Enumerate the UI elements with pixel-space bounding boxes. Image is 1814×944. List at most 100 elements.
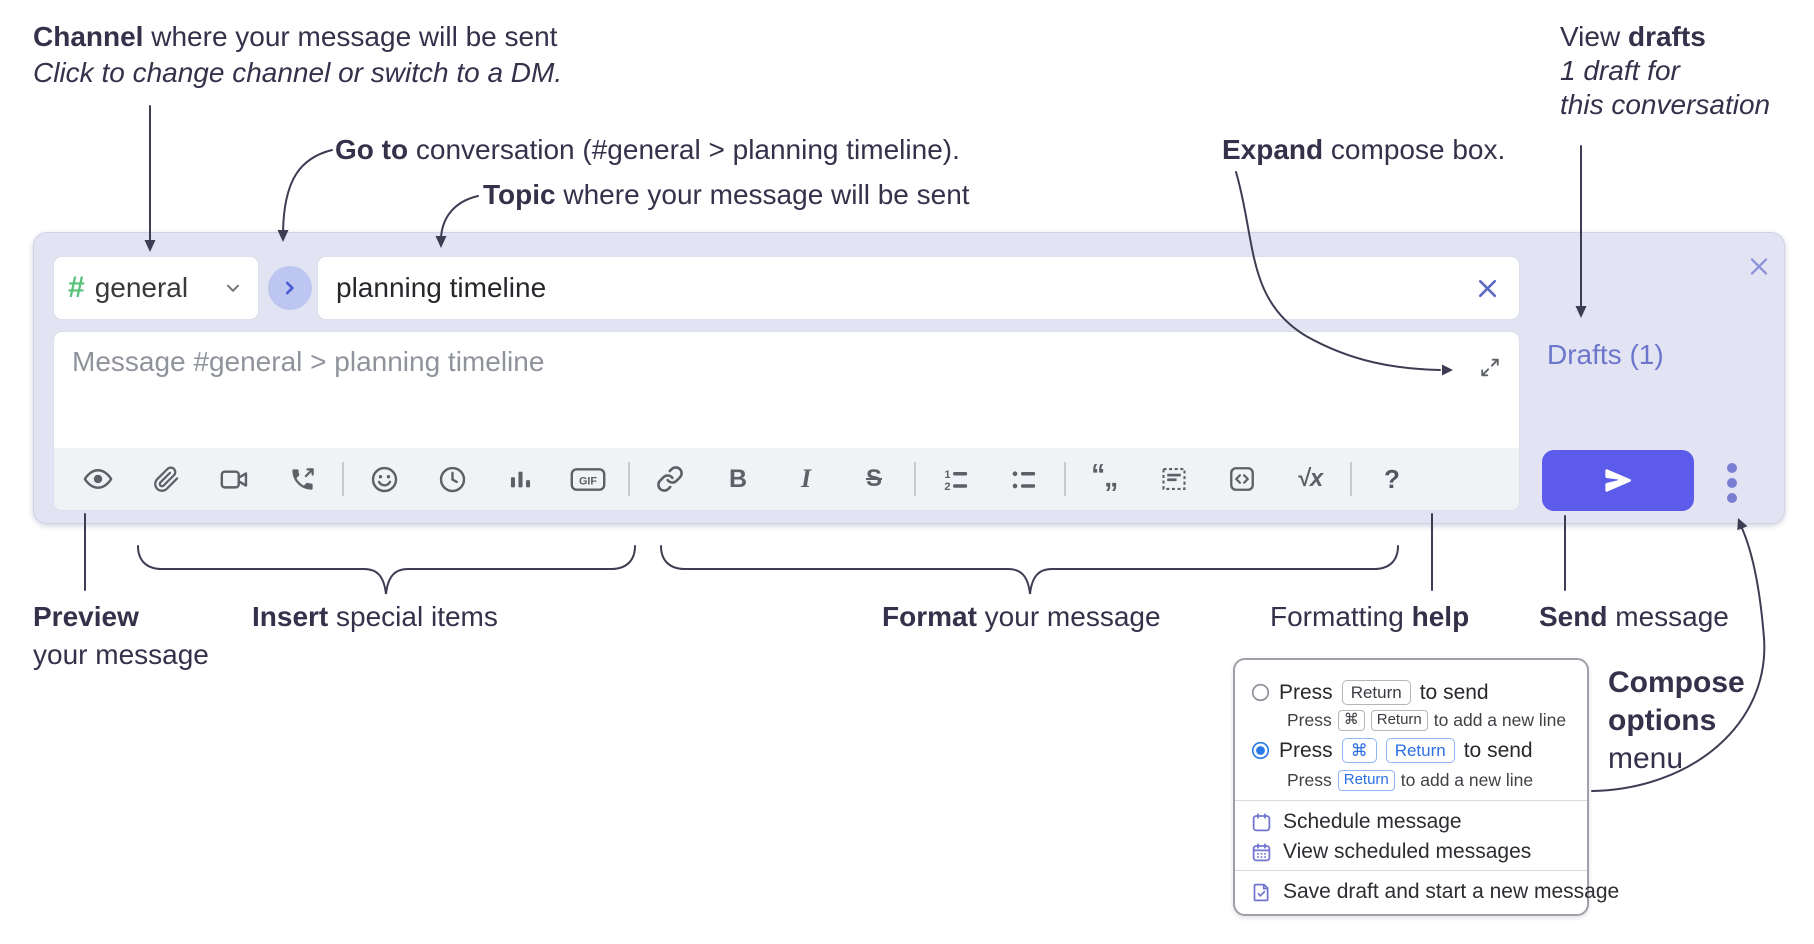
compose-options-label-line2: options [1608, 704, 1717, 737]
option-text: Press [1279, 738, 1333, 762]
formatting-help-bold: help [1411, 601, 1470, 632]
drafts-annotation-bold: drafts [1627, 21, 1706, 52]
toolbar-divider [1350, 462, 1352, 496]
format-label-bold: Format [882, 601, 977, 632]
quote-button[interactable]: “„ [1072, 455, 1140, 503]
expand-annotation: Expand compose box. [1222, 133, 1505, 167]
channel-selector[interactable]: # general [53, 256, 259, 320]
eye-icon [83, 469, 113, 489]
toolbar-divider [1064, 462, 1066, 496]
format-label-rest: your message [976, 601, 1161, 632]
spoiler-button[interactable] [1140, 455, 1208, 503]
emoji-icon [371, 466, 397, 492]
voice-call-icon [291, 467, 314, 490]
gif-icon: GIF [570, 467, 606, 491]
paperclip-icon [153, 465, 178, 492]
kebab-dot [1727, 478, 1737, 488]
formatting-help-button[interactable]: ? [1358, 455, 1426, 503]
preview-label-bold: Preview [33, 601, 139, 632]
send-label: Send message [1539, 600, 1729, 634]
channel-annotation-rest: where your message will be sent [143, 21, 558, 52]
poll-icon [510, 471, 530, 487]
drafts-annotation-line1: View drafts [1560, 20, 1706, 54]
channel-annotation: Channel where your message will be sent [33, 20, 557, 54]
toolbar-divider [914, 462, 916, 496]
close-icon [1478, 279, 1497, 297]
drafts-annotation-line2: 1 draft for [1560, 55, 1680, 86]
send-shortcut-option-cmd-return-sub: Press Return to add a new line [1287, 770, 1533, 791]
math-button[interactable]: √x [1276, 455, 1344, 503]
menu-item-save-draft[interactable]: Save draft and start a new message [1251, 880, 1619, 904]
send-shortcut-option-cmd-return[interactable]: Press ⌘ Return to send [1251, 738, 1533, 764]
menu-item-label: Schedule message [1283, 810, 1462, 833]
video-call-button[interactable] [200, 455, 268, 503]
topic-clear-button[interactable] [1472, 273, 1503, 304]
clock-icon [439, 466, 465, 492]
send-button[interactable] [1542, 450, 1694, 511]
calendar-grid-icon [1252, 842, 1271, 861]
video-camera-icon [220, 469, 247, 489]
menu-item-label: Save draft and start a new message [1283, 880, 1620, 903]
italic-button[interactable]: I [772, 455, 840, 503]
toolbar-divider [628, 462, 630, 496]
option-text: to send [1419, 680, 1489, 704]
menu-item-label: View scheduled messages [1283, 840, 1532, 863]
voice-call-button[interactable] [268, 455, 336, 503]
code-button[interactable] [1208, 455, 1276, 503]
drafts-annotation-pre: View [1560, 21, 1628, 52]
option-subtext: to add a new line [1400, 770, 1534, 790]
global-time-button[interactable] [418, 455, 486, 503]
preview-button[interactable] [64, 455, 132, 503]
preview-label: Preview [33, 600, 139, 634]
radio-unselected-icon [1251, 684, 1270, 702]
cmd-key: ⌘ [1337, 710, 1365, 731]
math-icon: √x [1296, 465, 1324, 492]
svg-text:„: „ [1104, 463, 1118, 493]
bulleted-list-button[interactable] [990, 455, 1058, 503]
menu-divider [1235, 870, 1587, 871]
option-subtext: Press [1287, 770, 1332, 790]
close-compose-button[interactable] [1740, 247, 1778, 285]
attach-file-button[interactable] [132, 455, 200, 503]
send-label-rest: message [1607, 601, 1729, 632]
topic-input-box [317, 256, 1520, 320]
toolbar-divider [342, 462, 344, 496]
kebab-dot [1727, 463, 1737, 473]
menu-item-schedule-message[interactable]: Schedule message [1251, 810, 1462, 834]
compose-options-label-line1: Compose [1608, 666, 1745, 699]
topic-input[interactable] [334, 271, 1472, 305]
go-to-conversation-button[interactable] [268, 266, 312, 310]
expand-compose-button[interactable] [1473, 350, 1507, 384]
add-gif-button[interactable]: GIF [554, 455, 622, 503]
drafts-annotation-line3: this conversation [1560, 89, 1771, 120]
bold-icon: B [728, 464, 748, 493]
drafts-link[interactable]: Drafts (1) [1547, 339, 1664, 370]
bulleted-list-icon [1012, 471, 1036, 489]
cmd-key: ⌘ [1341, 738, 1377, 764]
formatting-help-pre: Formatting [1270, 601, 1412, 632]
compose-options-menu-button[interactable] [1710, 457, 1754, 509]
preview-label-line2: your message [33, 639, 209, 670]
link-button[interactable] [636, 455, 704, 503]
option-subtext: to add a new line [1433, 710, 1567, 730]
send-shortcut-option-return[interactable]: Press Return to send [1251, 680, 1489, 706]
channel-hash-icon: # [68, 271, 85, 304]
topic-annotation-rest: where your message will be sent [555, 179, 970, 210]
menu-item-view-scheduled[interactable]: View scheduled messages [1251, 840, 1531, 864]
channel-name: general [94, 272, 189, 303]
chevron-down-icon [222, 277, 244, 299]
bold-button[interactable]: B [704, 455, 772, 503]
add-poll-button[interactable] [486, 455, 554, 503]
message-input[interactable] [70, 344, 1414, 444]
insert-label-bold: Insert [252, 601, 329, 632]
strikethrough-button[interactable]: S [840, 455, 908, 503]
send-label-bold: Send [1539, 601, 1608, 632]
svg-text:2: 2 [944, 481, 950, 493]
code-icon [1230, 467, 1254, 491]
svg-text:“: “ [1091, 463, 1105, 490]
return-key: Return [1337, 770, 1395, 791]
emoji-button[interactable] [350, 455, 418, 503]
question-mark-icon: ? [1384, 464, 1400, 494]
topic-annotation: Topic where your message will be sent [483, 178, 970, 212]
